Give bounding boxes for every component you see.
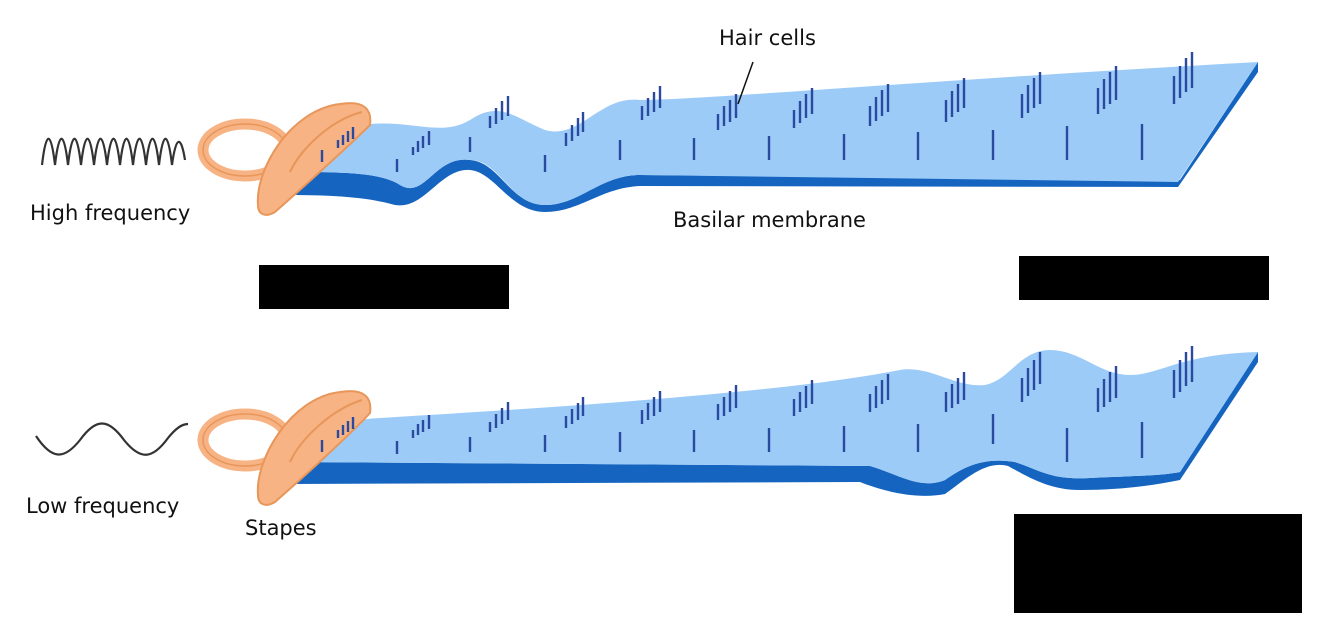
low-frequency-panel xyxy=(35,346,1258,506)
low-frequency-label: Low frequency xyxy=(26,494,180,518)
high-frequency-wave-icon xyxy=(40,137,187,166)
redaction-box xyxy=(1014,514,1302,613)
stapes-icon xyxy=(197,390,372,506)
low-frequency-wave-icon xyxy=(35,422,189,456)
hair-cells xyxy=(320,346,1194,462)
basilar-membrane-edge xyxy=(288,352,1258,496)
hair-cells-label: Hair cells xyxy=(719,26,816,50)
basilar-membrane-surface xyxy=(288,350,1258,484)
redaction-box xyxy=(1019,256,1269,300)
basilar-membrane-edge xyxy=(288,62,1258,212)
basilar-membrane-surface xyxy=(288,62,1258,205)
stapes-label: Stapes xyxy=(245,516,317,540)
basilar-membrane-label: Basilar membrane xyxy=(673,208,866,232)
redaction-box xyxy=(259,265,509,309)
stapes-icon xyxy=(197,102,372,216)
hair-cells-pointer xyxy=(737,61,754,105)
high-frequency-panel xyxy=(40,52,1258,216)
high-frequency-label: High frequency xyxy=(30,201,191,225)
hair-cells xyxy=(320,52,1194,172)
